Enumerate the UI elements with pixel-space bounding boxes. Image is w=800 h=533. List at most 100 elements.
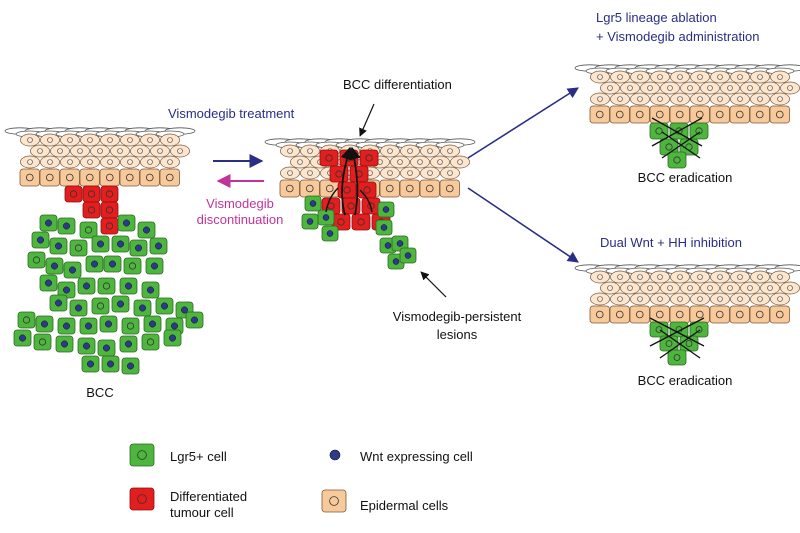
- epidermal-cell: [649, 305, 670, 324]
- suprabasal-cell: [140, 133, 160, 147]
- lgr5-cell: [149, 237, 168, 255]
- suprabasal-cell: [450, 155, 470, 169]
- ablated-lgr5-cell: [649, 122, 669, 140]
- lgr5-cell: [321, 225, 339, 242]
- suprabasal-cell: [710, 92, 730, 106]
- suprabasal-cell: [750, 270, 770, 284]
- epidermal-cell: [709, 305, 730, 324]
- tumour-cell: [349, 165, 369, 183]
- lgr5-cell: [33, 333, 52, 351]
- suprabasal-cell: [650, 92, 670, 106]
- bcc-eradication-bottom-label: BCC eradication: [637, 373, 733, 388]
- suprabasal-cell: [590, 292, 610, 306]
- bcc-differentiation-label: BCC differentiation: [343, 77, 452, 92]
- suprabasal-cell: [670, 92, 690, 106]
- suprabasal-cell: [280, 144, 300, 158]
- panel-lgr5-ablation: [574, 64, 800, 169]
- suprabasal-cell: [130, 144, 150, 158]
- suprabasal-cell: [650, 270, 670, 284]
- suprabasal-cell: [400, 166, 420, 180]
- suprabasal-cell: [780, 281, 800, 295]
- suprabasal-cell: [40, 133, 60, 147]
- lgr5-ablation-label-line2: + Vismodegib administration: [596, 29, 760, 44]
- suprabasal-cell: [770, 270, 790, 284]
- suprabasal-cell: [680, 81, 700, 95]
- lgr5-cell: [69, 299, 88, 317]
- lgr5-cell: [129, 239, 148, 257]
- epidermal-cell: [729, 105, 750, 124]
- vismodegib-discontinuation-label-line2: discontinuation: [196, 212, 284, 227]
- suprabasal-cell: [620, 81, 640, 95]
- lgr5-cell: [304, 195, 322, 212]
- lgr5-cell: [119, 335, 138, 353]
- suprabasal-cell: [740, 81, 760, 95]
- lgr5-cell: [111, 235, 130, 253]
- suprabasal-cell: [690, 70, 710, 84]
- lgr5-cell: [39, 274, 58, 292]
- legend-wnt-label: Wnt expressing cell: [360, 449, 473, 464]
- lgr5-cell: [117, 214, 136, 232]
- epidermal-cell: [119, 168, 140, 187]
- legend: [129, 443, 347, 513]
- suprabasal-cell: [20, 133, 40, 147]
- suprabasal-cell: [630, 92, 650, 106]
- suprabasal-cell: [630, 70, 650, 84]
- suprabasal-cell: [640, 81, 660, 95]
- lgr5-cell: [133, 299, 152, 317]
- ablated-lgr5-cell: [659, 335, 679, 352]
- suprabasal-cell: [680, 281, 700, 295]
- suprabasal-cell: [380, 144, 400, 158]
- lgr5-cell: [35, 315, 54, 333]
- to-dual-inhibition-arrow: [467, 187, 579, 263]
- lgr5-cell: [143, 315, 162, 333]
- suprabasal-cell: [610, 70, 630, 84]
- lgr5-cell: [155, 297, 174, 315]
- epidermal-cell: [59, 168, 80, 187]
- suprabasal-cell: [390, 155, 410, 169]
- suprabasal-cell: [410, 155, 430, 169]
- suprabasal-cell: [660, 81, 680, 95]
- lgr5-cell: [85, 255, 104, 273]
- lgr5-cell: [103, 255, 122, 273]
- lgr5-cell: [91, 235, 110, 253]
- lgr5-cell: [45, 257, 64, 275]
- suprabasal-cell: [160, 133, 180, 147]
- epidermal-cell: [589, 305, 610, 324]
- lgr5-cell: [185, 311, 204, 329]
- suprabasal-cell: [440, 144, 460, 158]
- suprabasal-cell: [620, 281, 640, 295]
- suprabasal-cell: [100, 155, 120, 169]
- suprabasal-cell: [280, 166, 300, 180]
- epidermal-cell: [609, 305, 630, 324]
- suprabasal-cell: [600, 281, 620, 295]
- lgr5-cell: [63, 261, 82, 279]
- suprabasal-cell: [750, 92, 770, 106]
- suprabasal-cell: [630, 292, 650, 306]
- epidermal-cell: [749, 105, 770, 124]
- suprabasal-cell: [30, 144, 50, 158]
- lgr5-cell: [99, 315, 118, 333]
- lgr5-cell: [141, 333, 160, 351]
- lgr5-cell: [119, 277, 138, 295]
- suprabasal-cell: [420, 166, 440, 180]
- suprabasal-cell: [650, 70, 670, 84]
- suprabasal-cell: [80, 155, 100, 169]
- vismodegib-persistent-label-line2: lesions: [436, 327, 478, 342]
- legend-differentiated-label-line2: tumour cell: [170, 505, 234, 520]
- vismodegib-treatment-label: Vismodegib treatment: [168, 106, 295, 121]
- differentiation-pointer-arrow: [359, 103, 375, 137]
- lgr5-cell: [121, 357, 140, 375]
- lgr5-cell: [13, 329, 32, 347]
- lgr5-cell: [79, 317, 98, 335]
- legend-lgr5-swatch: [129, 443, 155, 467]
- tumour-cell: [351, 213, 371, 231]
- epidermal-cell: [729, 305, 750, 324]
- epidermal-cell: [609, 105, 630, 124]
- legend-wnt-swatch: [329, 449, 341, 461]
- lgr5-cell: [399, 247, 417, 264]
- lgr5-cell: [81, 355, 100, 373]
- suprabasal-cell: [760, 281, 780, 295]
- tumour-cell: [319, 149, 339, 167]
- suprabasal-cell: [730, 92, 750, 106]
- suprabasal-cell: [770, 92, 790, 106]
